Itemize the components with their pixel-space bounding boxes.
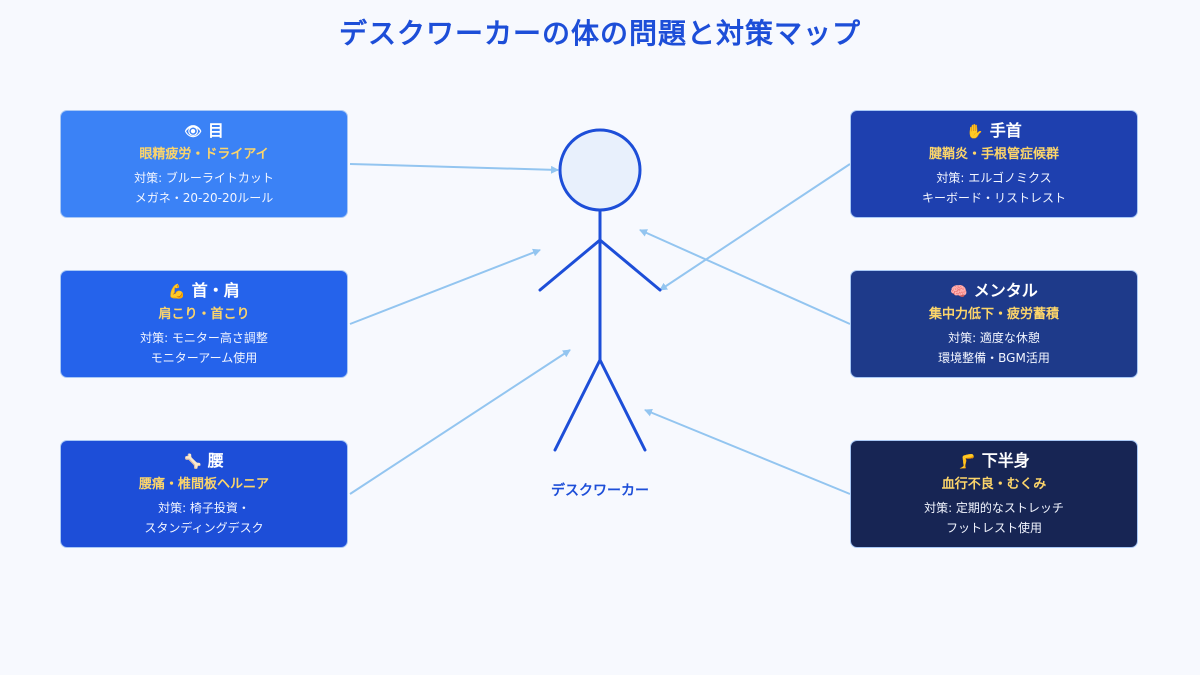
card-mental-header: 🧠 メンタル (851, 281, 1137, 302)
card-lower-solution-line-1: 対策: 定期的なストレッチ (924, 501, 1064, 515)
page-title: デスクワーカーの体の問題と対策マップ (338, 17, 861, 50)
connector-lower (644, 408, 851, 495)
brain-icon: 🧠 (950, 284, 968, 300)
card-eye-solution: 対策: ブルーライトカット メガネ・20-20-20ルール (61, 168, 347, 208)
figure-right-leg (598, 358, 647, 452)
card-neck-header: 💪 首・肩 (61, 281, 347, 302)
card-wrist-problem: 腱鞘炎・手根管症候群 (928, 147, 1059, 162)
card-mental-solution-line-1: 対策: 適度な休憩 (948, 331, 1040, 345)
card-mental: 🧠 メンタル 集中力低下・疲労蓄積 対策: 適度な休憩 環境整備・BGM活用 (850, 270, 1138, 378)
card-waist-solution-line-1: 対策: 椅子投資・ (158, 501, 250, 515)
card-waist-solution: 対策: 椅子投資・ スタンディングデスク (61, 498, 347, 538)
card-mental-solution-line-2: 環境整備・BGM活用 (938, 351, 1050, 365)
card-wrist-solution-line-1: 対策: エルゴノミクス (936, 171, 1052, 185)
eye-icon: 👁 (184, 124, 202, 140)
card-neck-title: 首・肩 (191, 281, 240, 300)
leg-icon: 🦵 (958, 454, 976, 470)
figure-head (558, 128, 642, 212)
card-neck-solution: 対策: モニター高さ調整 モニターアーム使用 (61, 328, 347, 368)
card-waist-solution-line-2: スタンディングデスク (144, 521, 264, 535)
card-lower-body: 🦵 下半身 血行不良・むくみ 対策: 定期的なストレッチ フットレスト使用 (850, 440, 1138, 548)
connector-eye (349, 163, 559, 174)
connector-mental (639, 229, 851, 325)
card-waist-title: 腰 (207, 451, 224, 470)
bone-icon: 🦴 (184, 454, 202, 470)
figure-right-arm (598, 238, 662, 292)
card-neck-problem: 肩こり・首こり (158, 307, 250, 322)
card-neck-solution-line-1: 対策: モニター高さ調整 (140, 331, 268, 345)
card-waist: 🦴腰 腰痛・椎間板ヘルニア 対策: 椅子投資・ スタンディングデスク (60, 440, 348, 548)
flexed-arm-icon: 💪 (168, 284, 186, 300)
card-lower-solution: 対策: 定期的なストレッチ フットレスト使用 (851, 498, 1137, 538)
connector-wrist (659, 163, 851, 291)
card-neck-shoulder: 💪 首・肩 肩こり・首こり 対策: モニター高さ調整 モニターアーム使用 (60, 270, 348, 378)
card-eye-problem: 眼精疲労・ドライアイ (139, 147, 269, 162)
figure-left-leg (553, 358, 602, 452)
raised-hand-icon: ✋ (966, 124, 984, 140)
card-wrist-title: 手首 (989, 121, 1022, 140)
figure-label: デスクワーカー (551, 483, 649, 499)
card-wrist-solution-line-2: キーボード・リストレスト (921, 191, 1066, 205)
card-eye: 👁目 眼精疲労・ドライアイ 対策: ブルーライトカット メガネ・20-20-20… (60, 110, 348, 218)
connector-waist (349, 349, 571, 495)
card-waist-header: 🦴腰 (61, 451, 347, 472)
connector-neck (349, 248, 541, 325)
card-eye-header: 👁目 (61, 121, 347, 142)
card-wrist-solution: 対策: エルゴノミクス キーボード・リストレスト (851, 168, 1137, 208)
card-lower-solution-line-2: フットレスト使用 (945, 521, 1042, 535)
card-mental-problem: 集中力低下・疲労蓄積 (928, 307, 1059, 322)
card-mental-title: メンタル (973, 281, 1038, 300)
card-neck-solution-line-2: モニターアーム使用 (150, 351, 258, 365)
figure-left-arm (538, 238, 602, 292)
card-wrist-header: ✋ 手首 (851, 121, 1137, 142)
stick-figure (538, 128, 662, 452)
card-lower-title: 下半身 (981, 451, 1030, 470)
card-mental-solution: 対策: 適度な休憩 環境整備・BGM活用 (851, 328, 1137, 368)
card-lower-problem: 血行不良・むくみ (941, 477, 1047, 492)
card-eye-solution-line-1: 対策: ブルーライトカット (134, 171, 274, 185)
card-eye-title: 目 (207, 121, 224, 140)
card-wrist: ✋ 手首 腱鞘炎・手根管症候群 対策: エルゴノミクス キーボード・リストレスト (850, 110, 1138, 218)
card-waist-problem: 腰痛・椎間板ヘルニア (138, 477, 269, 492)
card-lower-header: 🦵 下半身 (851, 451, 1137, 472)
card-eye-solution-line-2: メガネ・20-20-20ルール (134, 191, 274, 205)
